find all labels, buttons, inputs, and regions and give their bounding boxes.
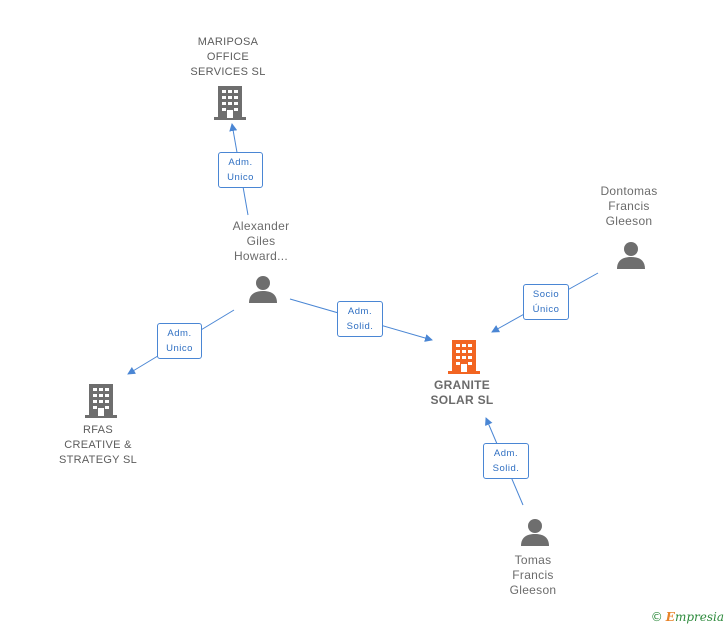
company-label-rfas[interactable]: RFAS CREATIVE & STRATEGY SL [58,424,138,466]
person-label-tomas[interactable]: Tomas Francis Gleeson [509,553,557,597]
relation-badge-adm-unico: Adm. Unico [157,323,202,359]
brand-initial: E [665,610,675,624]
company-label-granite[interactable]: GRANITE SOLAR SL [430,378,494,407]
person-label-alexander[interactable]: Alexander Giles Howard... [232,219,290,263]
empresia-logo: ©Empresia [651,610,724,624]
building-icon[interactable] [85,383,117,419]
building-icon-focus[interactable] [448,339,480,375]
building-icon[interactable] [214,85,246,121]
relation-badge-adm-unico: Adm. Unico [218,152,263,188]
person-icon[interactable] [248,275,278,304]
person-label-dontomas[interactable]: Dontomas Francis Gleeson [600,184,658,228]
copyright-symbol: © [650,610,663,624]
relation-badge-socio-unico: Socio Único [523,284,569,320]
relation-badge-adm-solid: Adm. Solid. [337,301,383,337]
relation-badge-adm-solid: Adm. Solid. [483,443,529,479]
person-icon[interactable] [616,241,646,270]
person-icon[interactable] [520,518,550,547]
brand-name: mpresia [674,610,724,624]
company-label-mariposa[interactable]: MARIPOSA OFFICE SERVICES SL [190,36,266,78]
